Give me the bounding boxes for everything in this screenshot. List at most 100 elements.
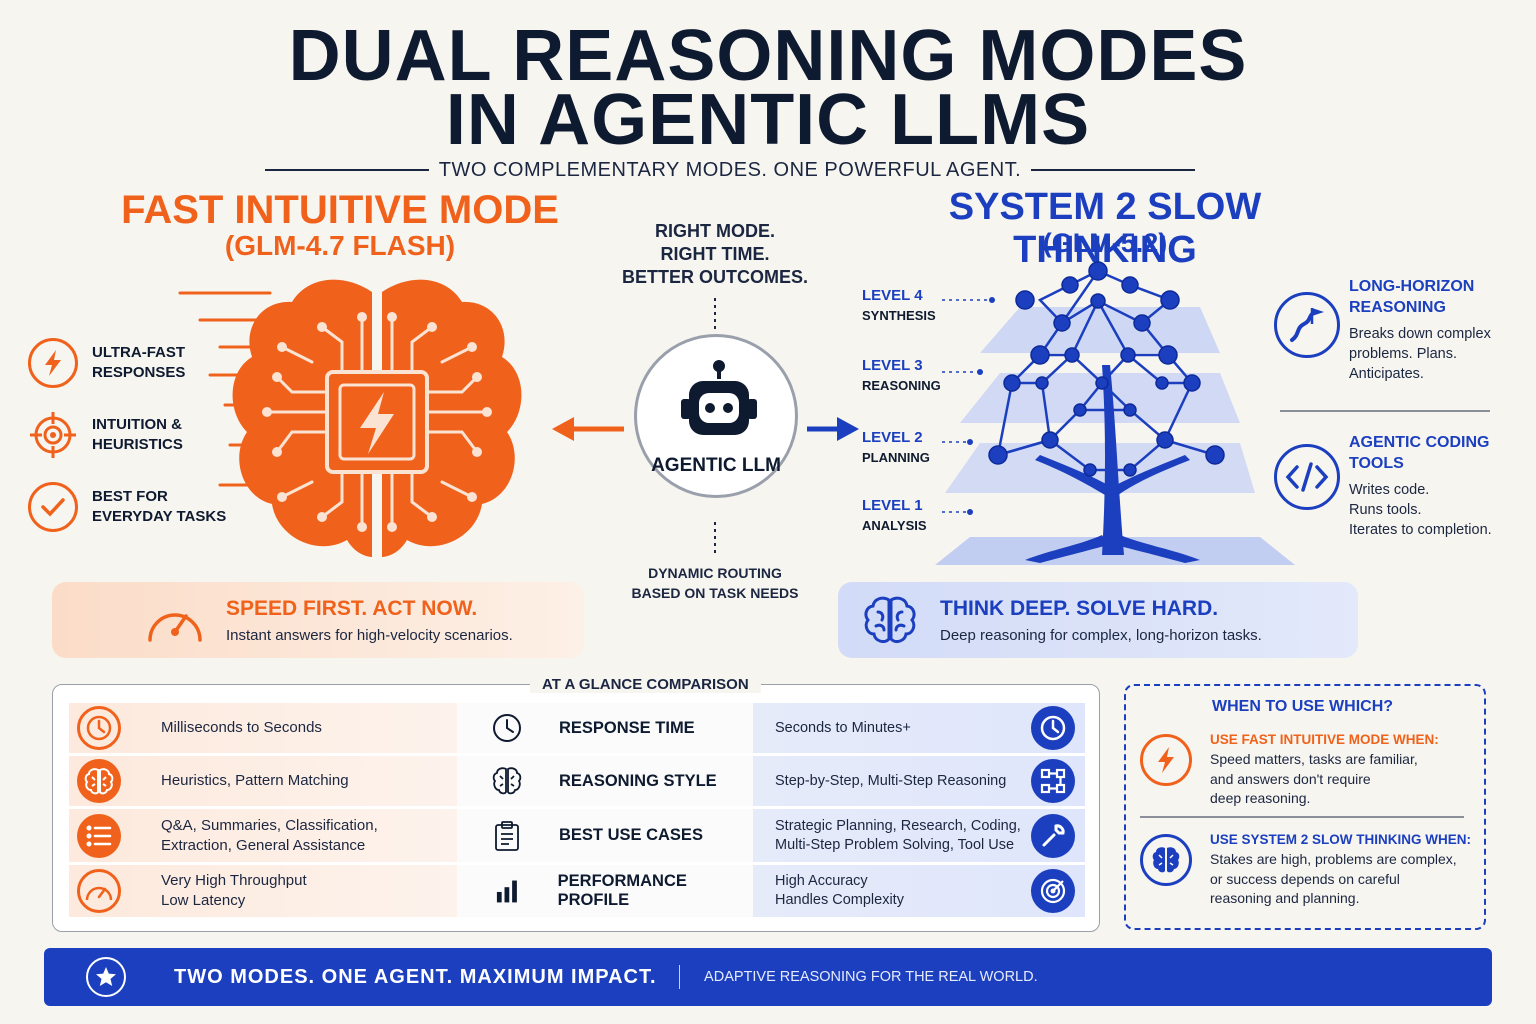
level-name: REASONING — [862, 378, 941, 393]
tagline-line: RIGHT TIME. — [660, 244, 770, 264]
fast-mode-heading: FAST INTUITIVE MODE — [121, 188, 559, 232]
when-fast-title: USE FAST INTUITIVE MODE WHEN: — [1210, 732, 1439, 747]
divider-line — [265, 169, 429, 171]
footer-divider — [678, 965, 681, 989]
level-number: LEVEL 3 — [862, 357, 923, 374]
side-divider — [1280, 410, 1490, 412]
slow-value: High Accuracy — [775, 873, 868, 889]
agentic-llm-label: AGENTIC LLM — [651, 455, 781, 476]
feature-label: BEST FOR — [92, 488, 168, 505]
target-icon — [1031, 869, 1075, 913]
level-3: LEVEL 3 REASONING — [862, 356, 941, 396]
slow-value: Multi-Step Problem Solving, Tool Use — [775, 836, 1015, 853]
arrow-left-icon — [552, 417, 624, 441]
feature-ultra-fast: ULTRA-FAST RESPONSES — [28, 338, 226, 388]
when-slow-title: USE SYSTEM 2 SLOW THINKING WHEN: — [1210, 832, 1472, 847]
fast-value: Heuristics, Pattern Matching — [161, 772, 349, 789]
speedometer-icon — [77, 869, 121, 913]
when-slow-text: or success depends on careful — [1210, 870, 1400, 887]
footer-main: TWO MODES. ONE AGENT. MAXIMUM IMPACT. — [174, 965, 657, 988]
fast-banner-title: SPEED FIRST. ACT NOW. — [226, 596, 478, 620]
bar-chart-icon — [496, 880, 517, 903]
feature-everyday: BEST FOR EVERYDAY TASKS — [28, 482, 226, 532]
reasoning-tree-graphic — [935, 261, 1295, 565]
fast-cell: Heuristics, Pattern Matching — [69, 756, 457, 806]
fast-feature-list: ULTRA-FAST RESPONSES INTUITION &HEURISTIC… — [28, 338, 226, 532]
slow-mode-model: (GLM-5.2) — [1042, 228, 1168, 258]
slow-value: Strategic Planning, Research, Coding, — [775, 817, 1021, 834]
comparison-title: AT A GLANCE COMPARISON — [530, 676, 761, 693]
feature-intuition: INTUITION &HEURISTICS — [28, 410, 226, 460]
brain-icon — [77, 759, 121, 803]
fast-value: Extraction, General Assistance — [161, 836, 366, 854]
level-number: LEVEL 4 — [862, 287, 923, 304]
subtitle: TWO COMPLEMENTARY MODES. ONE POWERFUL AG… — [438, 158, 1022, 181]
routing-line: DYNAMIC ROUTING — [648, 565, 782, 581]
fast-value: Q&A, Summaries, Classification, — [161, 816, 378, 834]
divider-line — [1031, 169, 1196, 171]
comparison-table: Milliseconds to Seconds RESPONSE TIME Se… — [52, 684, 1100, 932]
fast-value: Very High Throughput — [161, 872, 307, 889]
brain-icon — [864, 596, 916, 643]
side-text: Iterates to completion. — [1349, 522, 1492, 538]
fast-banner-subtitle: Instant answers for high-velocity scenar… — [226, 626, 513, 644]
mountain-flag-icon — [1274, 292, 1340, 358]
slow-cell: Seconds to Minutes+ — [753, 703, 1085, 753]
slow-cell: Step-by-Step, Multi-Step Reasoning — [753, 756, 1085, 806]
when-fast-text: and answers don't require — [1210, 770, 1371, 787]
metric-cell: BEST USE CASES — [457, 809, 753, 862]
metric-label: BEST USE CASES — [559, 826, 703, 844]
lightning-icon — [28, 338, 78, 388]
feature-label: ULTRA-FAST — [92, 344, 186, 361]
when-fast-text: Speed matters, tasks are familiar, — [1210, 751, 1418, 767]
feature-label: RESPONSES — [92, 364, 186, 381]
side-text: Breaks down complex — [1349, 326, 1491, 342]
metric-cell: RESPONSE TIME — [457, 703, 753, 753]
dotted-connector — [714, 522, 716, 556]
fast-cell: Milliseconds to Seconds — [69, 703, 457, 753]
metric-cell: REASONING STYLE — [457, 756, 753, 806]
dotted-connector — [714, 298, 716, 332]
brain-icon — [1140, 834, 1192, 886]
slow-value: Handles Complexity — [775, 892, 904, 908]
clock-icon — [493, 714, 521, 742]
fast-banner: SPEED FIRST. ACT NOW. Instant answers fo… — [52, 582, 584, 658]
center-tagline: RIGHT MODE. RIGHT TIME. BETTER OUTCOMES. — [610, 220, 820, 289]
level-name: SYNTHESIS — [862, 308, 936, 323]
table-row: Milliseconds to Seconds RESPONSE TIME Se… — [53, 703, 1101, 753]
slow-banner-subtitle: Deep reasoning for complex, long-horizon… — [940, 626, 1262, 644]
clock-icon — [77, 706, 121, 750]
slow-cell: Strategic Planning, Research, Coding, Mul… — [753, 809, 1085, 862]
fast-mode-model: (GLM-4.7 FLASH) — [224, 230, 456, 261]
workflow-icon — [1031, 759, 1075, 803]
code-icon — [1274, 444, 1340, 510]
feature-label: EVERYDAY TASKS — [92, 508, 227, 525]
side-title: LONG-HORIZON — [1349, 278, 1475, 295]
brain-icon — [492, 767, 522, 795]
slow-banner-title: THINK DEEP. SOLVE HARD. — [940, 596, 1219, 620]
when-slow-block: USE SYSTEM 2 SLOW THINKING WHEN: Stakes … — [1210, 832, 1480, 909]
slow-banner: THINK DEEP. SOLVE HARD. Deep reasoning f… — [838, 582, 1358, 658]
title-line-2: IN AGENTIC LLMS — [445, 80, 1091, 160]
when-fast-block: USE FAST INTUITIVE MODE WHEN: Speed matt… — [1210, 732, 1480, 809]
when-slow-text: reasoning and planning. — [1210, 890, 1360, 906]
routing-note: DYNAMIC ROUTING BASED ON TASK NEEDS — [600, 563, 830, 603]
metric-label: REASONING STYLE — [559, 771, 717, 790]
title-line-1: DUAL REASONING MODES — [288, 16, 1248, 96]
table-row: Q&A, Summaries, Classification, Extractio… — [53, 809, 1101, 862]
table-row: Heuristics, Pattern Matching REASONING S… — [53, 756, 1101, 806]
fast-value: Milliseconds to Seconds — [161, 719, 322, 736]
agentic-llm-hub: AGENTIC LLM — [634, 334, 798, 498]
when-divider — [1140, 816, 1464, 818]
when-slow-text: Stakes are high, problems are complex, — [1210, 851, 1457, 867]
when-to-use-panel: WHEN TO USE WHICH? USE FAST INTUITIVE MO… — [1124, 684, 1486, 930]
footer-banner: TWO MODES. ONE AGENT. MAXIMUM IMPACT. AD… — [44, 948, 1492, 1006]
level-name: ANALYSIS — [862, 518, 927, 533]
arrow-right-icon — [807, 417, 859, 441]
when-fast-text: deep reasoning. — [1210, 790, 1311, 806]
level-4: LEVEL 4 SYNTHESIS — [862, 286, 936, 326]
